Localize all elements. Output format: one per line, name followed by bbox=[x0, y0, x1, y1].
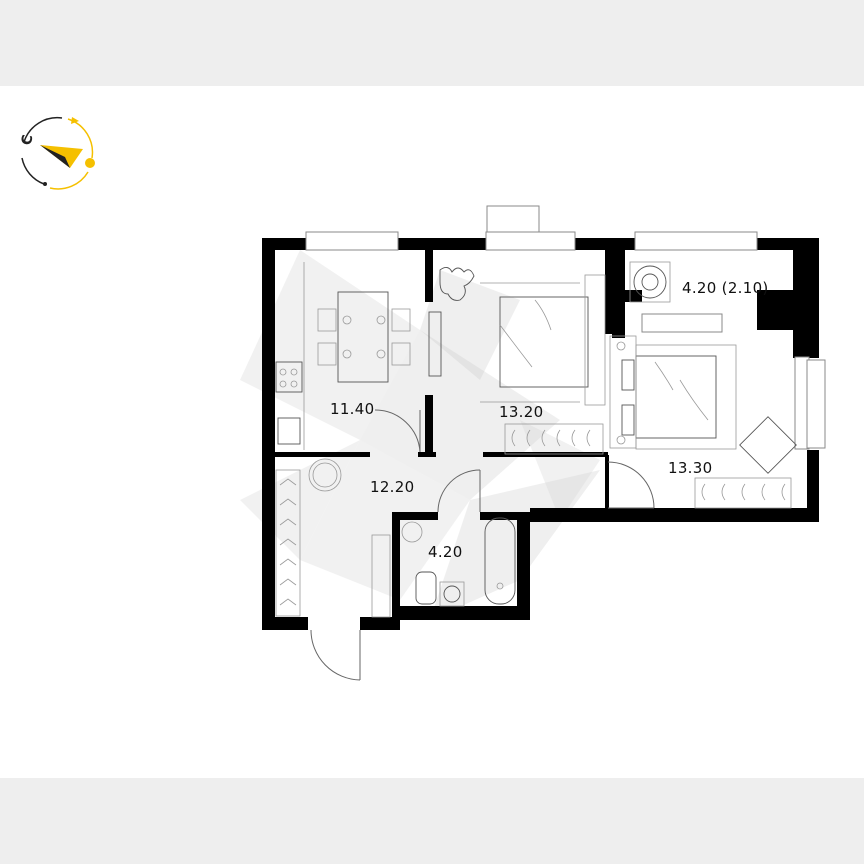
sun-dot-icon bbox=[85, 158, 95, 168]
room-area-bedroom-2: 13.30 bbox=[668, 459, 712, 477]
bedroom-2-furniture bbox=[607, 335, 797, 509]
room-area-bathroom: 4.20 bbox=[428, 543, 463, 561]
room-area-kitchen: 11.40 bbox=[330, 400, 374, 418]
watermark-logo bbox=[240, 250, 600, 620]
room-labels: 11.40 13.20 4.20 (2.10) 13.30 12.20 4.20 bbox=[330, 279, 769, 561]
kitchen-furniture bbox=[275, 262, 421, 453]
room-area-bedroom-1: 13.20 bbox=[499, 403, 543, 421]
room-area-balcony: 4.20 (2.10) bbox=[682, 279, 769, 297]
hallway-furniture bbox=[275, 458, 481, 681]
compass-north-label: C bbox=[19, 134, 37, 147]
bedroom-1-furniture bbox=[428, 267, 606, 455]
compass: C bbox=[19, 116, 95, 190]
windows bbox=[305, 205, 826, 450]
arrow-tip-icon bbox=[71, 117, 79, 124]
dot-icon bbox=[43, 182, 47, 186]
bathroom-furniture bbox=[401, 517, 516, 607]
walls bbox=[262, 238, 819, 630]
room-area-hallway: 12.20 bbox=[370, 478, 414, 496]
balcony-plant bbox=[629, 261, 671, 303]
